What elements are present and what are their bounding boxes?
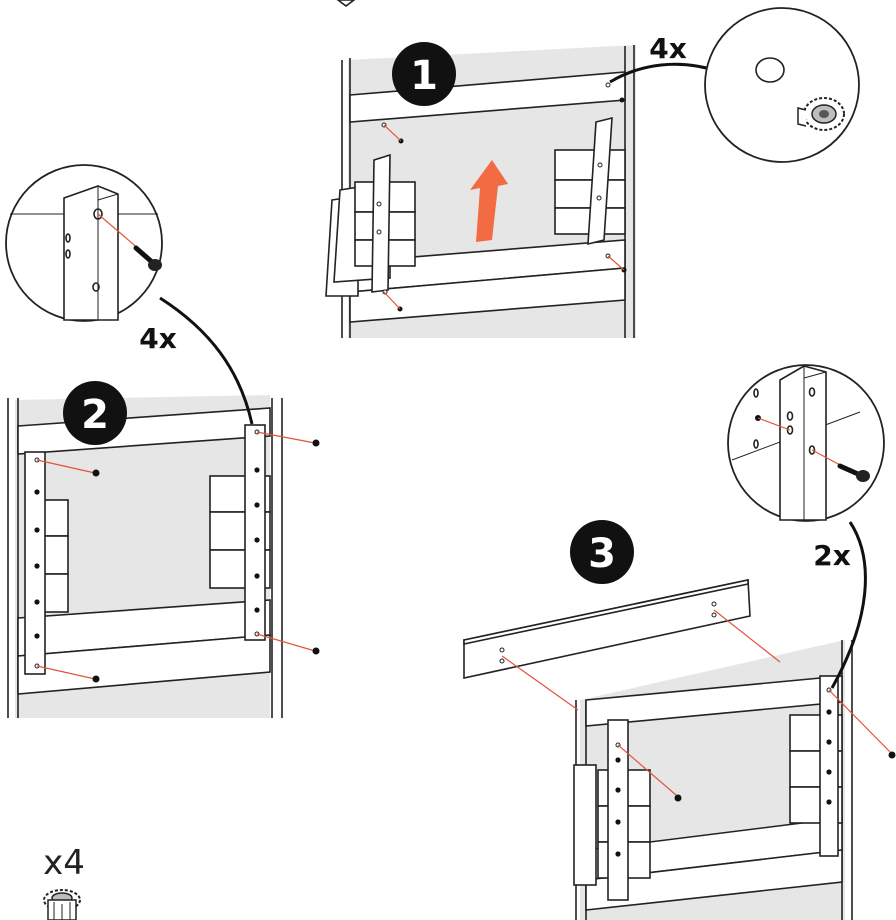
lift-arrow-icon: [470, 160, 508, 242]
screw-icon: [837, 463, 870, 482]
step-2-callout: [5, 164, 163, 322]
step-1-number: 1: [410, 53, 438, 99]
step-2-quantity: 4x: [139, 322, 177, 355]
bolt-icon: [312, 439, 320, 447]
step-2-panel: [7, 395, 320, 718]
bolt-icon: [312, 647, 320, 655]
step-2-badge: 2: [63, 381, 127, 445]
crossbar-board: [463, 579, 781, 711]
step-1-callout: [704, 7, 860, 163]
step-3-badge: 3: [570, 520, 634, 584]
threaded-insert-icon: [797, 97, 845, 131]
screw-icon: [133, 245, 162, 271]
step-1-badge: 1: [392, 42, 456, 106]
cube-icon: [336, 0, 356, 7]
step-3-quantity: 2x: [813, 539, 851, 572]
bolt-icon: [92, 469, 100, 477]
threaded-insert-icon: [43, 889, 81, 920]
step-3-callout: [727, 364, 885, 522]
parts-quantity: x4: [43, 843, 85, 883]
bolt-icon: [674, 794, 682, 802]
bolt-icon: [888, 751, 896, 759]
step-1-quantity: 4x: [649, 32, 687, 65]
parts-indicator: x4: [43, 843, 85, 920]
step-3-panel: [573, 640, 896, 920]
bolt-icon: [92, 675, 100, 683]
step-3-number: 3: [588, 531, 616, 577]
step-1-panel: [325, 45, 636, 338]
step-2-number: 2: [81, 392, 109, 438]
